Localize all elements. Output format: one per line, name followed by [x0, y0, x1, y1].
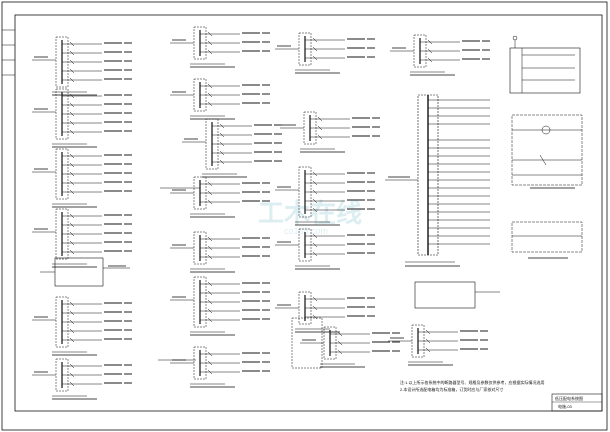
- panel-3-5: [275, 292, 375, 332]
- notes-line-1: 注:1.以上所示各系统中的断路器型号、规格及参数仅供参考，应根据实际情况选用: [400, 379, 544, 385]
- column-1-panels: [32, 37, 132, 399]
- panel-1-2: [32, 89, 132, 147]
- panel-1-6: [32, 359, 132, 399]
- panel-4-2: [388, 325, 488, 365]
- panel-1-3: [32, 149, 132, 207]
- title-block-sheet: 电施-03: [558, 403, 573, 409]
- cabinet-box-1: [54, 257, 104, 287]
- control-circuit: [511, 114, 583, 186]
- panel-3-2: [280, 112, 380, 152]
- control-schematics: [509, 35, 583, 259]
- panel-2-5: [170, 232, 270, 272]
- sheet-border-inner: [14, 14, 603, 412]
- panel-2-2: [170, 79, 270, 119]
- control-strip: [511, 221, 583, 253]
- watermark-subtext: co188.com: [284, 226, 328, 236]
- panel-3-6: [300, 327, 400, 367]
- panel-4-1: [390, 35, 490, 75]
- cabinet-box-2: [414, 281, 476, 309]
- binding-margin: [2, 29, 15, 76]
- panel-2-6: [170, 277, 270, 335]
- panel-1-5: [32, 297, 132, 355]
- panel-1-1: [32, 37, 132, 95]
- panel-2-1: [170, 27, 270, 67]
- title-block-title: 低压配电系统图: [555, 395, 583, 401]
- meter-box: [509, 47, 581, 94]
- panel-2-7: [170, 347, 270, 387]
- relay-coil-symbol: [541, 125, 551, 135]
- column-2-panels: [158, 27, 282, 387]
- panel-2-4: [170, 177, 270, 217]
- notes-line-2: 2.本设计所选配电箱均为标准箱，订货时应与厂家核对尺寸: [400, 386, 503, 392]
- main-switchboard: [385, 35, 500, 365]
- watermark-text: 工木在线: [258, 198, 362, 228]
- general-notes: 注:1.以上所示各系统中的断路器型号、规格及参数仅供参考，应根据实际情况选用 2…: [400, 379, 544, 392]
- panel-3-1: [275, 33, 375, 73]
- title-block: 低压配电系统图 电施-03: [551, 393, 603, 412]
- panel-2-3: [182, 119, 282, 177]
- column-3-panels: [275, 33, 400, 369]
